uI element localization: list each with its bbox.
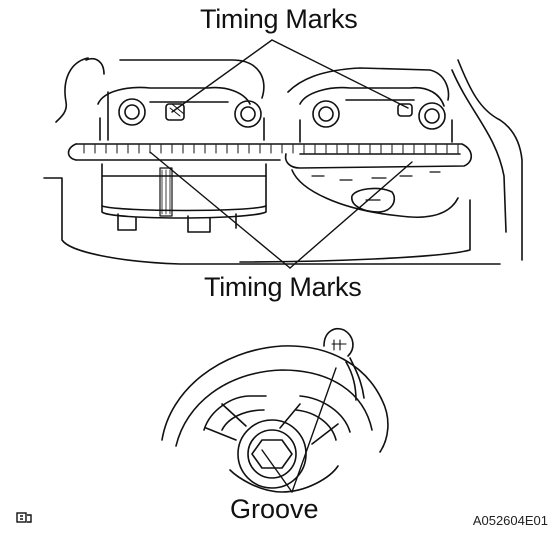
engine-head-outline <box>43 57 523 265</box>
manual-icon <box>16 510 32 527</box>
timing-pointer-tab <box>323 328 365 401</box>
groove-label: Groove <box>230 494 319 524</box>
timing-marks-bottom-leaders <box>149 151 413 269</box>
timing-chain <box>67 143 473 169</box>
left-camshaft-caps <box>97 86 265 141</box>
left-camshaft-sprocket <box>101 163 267 233</box>
figure-code: A052604E01 <box>472 513 548 528</box>
groove-leaders <box>261 367 337 493</box>
timing-marks-top-label: Timing Marks <box>200 4 358 34</box>
timing-marks-bottom-label: Timing Marks <box>204 272 362 302</box>
right-camshaft-sprocket <box>291 169 459 218</box>
timing-marks-top-leaders <box>171 39 409 113</box>
right-camshaft-caps <box>299 86 453 143</box>
